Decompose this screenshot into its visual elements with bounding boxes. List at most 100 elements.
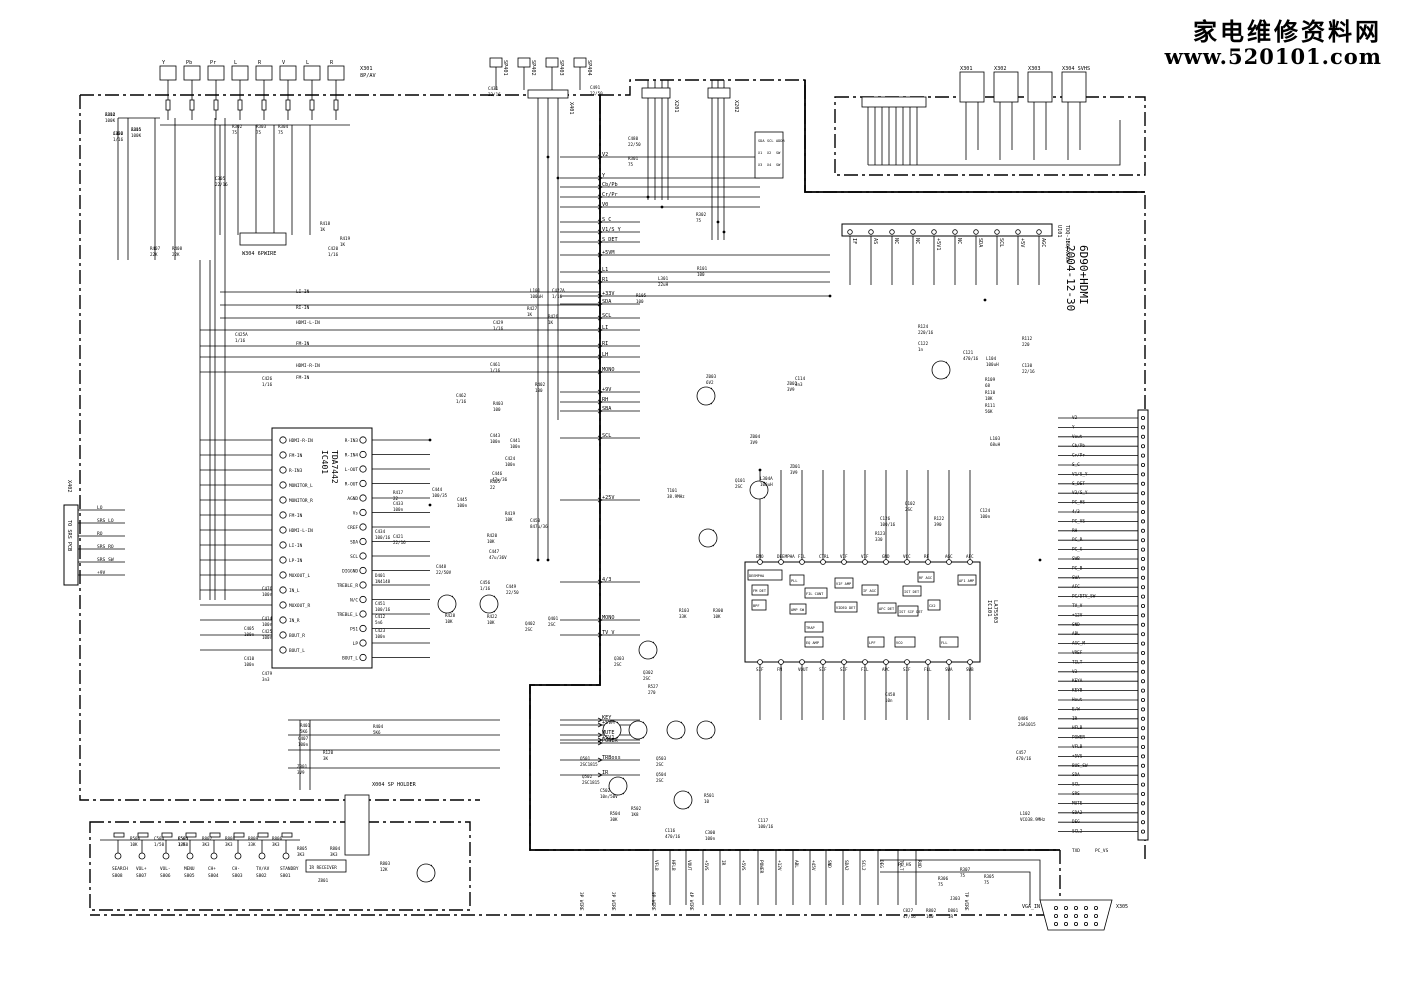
x402-pin-label: RO — [97, 531, 103, 537]
vga-ref: X305 — [1116, 904, 1128, 910]
transistor — [628, 720, 648, 740]
part-ref: C420 — [328, 246, 339, 251]
part-value: 1/50 — [178, 842, 189, 847]
part-ref: C448 — [436, 564, 447, 569]
part-value: 2SA1015 — [1018, 722, 1036, 727]
part-ref: C444 — [432, 487, 443, 492]
keypad-switch — [210, 852, 218, 860]
part-ref: R505 — [178, 836, 189, 841]
mid-signal-label: +5V1 — [602, 735, 615, 741]
part-ref: C434 — [375, 529, 386, 534]
ic101-pin — [967, 559, 973, 565]
part-ref: C425 — [262, 629, 273, 634]
part-ref: R422 — [487, 614, 498, 619]
ic101-block-label: VCO — [896, 641, 903, 645]
right-connector-pin — [1141, 792, 1146, 797]
ic401-pin — [279, 451, 287, 459]
transistor — [673, 790, 693, 810]
junction-dot — [556, 176, 560, 180]
right-bus-label: PC_R — [1072, 537, 1083, 543]
part-value: 2SC — [643, 676, 651, 681]
bottom-wire-label: 2P WIRE — [610, 892, 616, 911]
part-value: 1K — [548, 320, 554, 325]
ic101-pin-label: RF — [924, 554, 930, 559]
ic101-block-label: CX2 — [929, 604, 936, 608]
ic101-function-block — [877, 602, 897, 614]
vga-pin — [1074, 906, 1079, 911]
ic401-left-pin-label: MONITOR_R — [289, 498, 313, 504]
part-value: 47/16 — [903, 914, 916, 919]
part-ref: R305 — [984, 874, 995, 879]
ic401-pin — [279, 601, 287, 609]
ic101-pin — [904, 659, 910, 665]
part-ref: C480 — [628, 136, 639, 141]
right-bus-label: PC/DTV_SW — [1072, 594, 1096, 600]
part-value: 56K — [985, 409, 993, 414]
right-connector-pin — [1141, 622, 1146, 627]
av-input-resistor — [165, 99, 171, 111]
part-value: 1/16 — [456, 399, 467, 404]
part-value: 330 — [875, 537, 883, 542]
tuner-pin-label: AS — [872, 238, 878, 244]
part-ref: C491 — [590, 85, 601, 90]
part-ref: C461 — [490, 362, 501, 367]
keypad-key-label: CH- — [232, 866, 240, 872]
right-connector-pin — [1141, 462, 1146, 467]
ic101-pin — [799, 659, 805, 665]
part-ref: R109 — [985, 377, 996, 382]
right-connector-pin — [1141, 425, 1146, 430]
part-ref: R402 — [535, 382, 546, 387]
vga-trace — [880, 871, 1031, 905]
signal-arrow — [597, 737, 603, 743]
signal-arrow — [597, 772, 603, 778]
part-value: 22/50 — [506, 590, 519, 595]
part-value: 470/16 — [665, 834, 681, 839]
part-ref: L102 — [1020, 811, 1031, 816]
keypad-key-label: SEARCH — [112, 866, 128, 872]
part-ref: C117 — [758, 818, 769, 823]
keypad-switch — [186, 852, 194, 860]
part-value: 75 — [696, 218, 702, 223]
part-value: 22/16 — [488, 92, 501, 97]
bottom-signal-label: +12V — [776, 860, 782, 871]
x201-connector — [641, 87, 671, 99]
part-value: 22K — [172, 252, 180, 257]
keypad-resistor — [113, 832, 125, 838]
part-ref: R124 — [918, 324, 929, 329]
tuner-pin-label: IF — [851, 238, 857, 244]
part-ref: D801 — [948, 908, 959, 913]
part-value: 3V9 — [750, 440, 758, 445]
part-ref: C407 — [298, 736, 309, 741]
keypad-key-label: VOL+ — [136, 866, 147, 872]
x402-pin-label: LO — [97, 505, 103, 511]
part-ref: R303 — [256, 124, 267, 129]
ic101-pin-label: SIF — [903, 667, 911, 672]
keypad-switch — [162, 852, 170, 860]
transistor — [608, 776, 628, 796]
ic401-right-pin-label: TREBLE_L — [337, 612, 359, 618]
part-value: 847u/36 — [530, 524, 548, 529]
bottom-signal-label: HFLB — [670, 860, 676, 871]
ic401-left-pin-label: HDMI-R-IN — [289, 438, 313, 444]
part-ref: R802 — [926, 908, 937, 913]
ic101-pin — [946, 559, 952, 565]
ic401-pin — [359, 537, 367, 546]
keypad-resistor — [233, 832, 245, 838]
junction-dot — [646, 195, 650, 199]
right-bus-label: S_C — [1072, 462, 1080, 468]
right-connector-pin — [1141, 547, 1146, 552]
right-bus-label: PC_G — [1072, 547, 1083, 553]
part-ref: C462 — [456, 393, 467, 398]
part-value: 1N4148 — [375, 579, 391, 584]
part-ref: R806 — [272, 836, 283, 841]
ic401-pin — [359, 639, 367, 647]
av-input-jack — [1061, 71, 1087, 103]
ic401-right-pin-label: TREBLE_R — [337, 583, 359, 589]
part-value: 3K3 — [202, 842, 210, 847]
part-value: 33K — [248, 842, 256, 847]
x402-pin-label: SRS_LO — [97, 518, 114, 524]
part-value: 470/16 — [963, 356, 979, 361]
part-ref: R302 — [696, 212, 707, 217]
x301-ref: X301 — [360, 66, 373, 72]
part-value: 2SC — [656, 778, 664, 783]
